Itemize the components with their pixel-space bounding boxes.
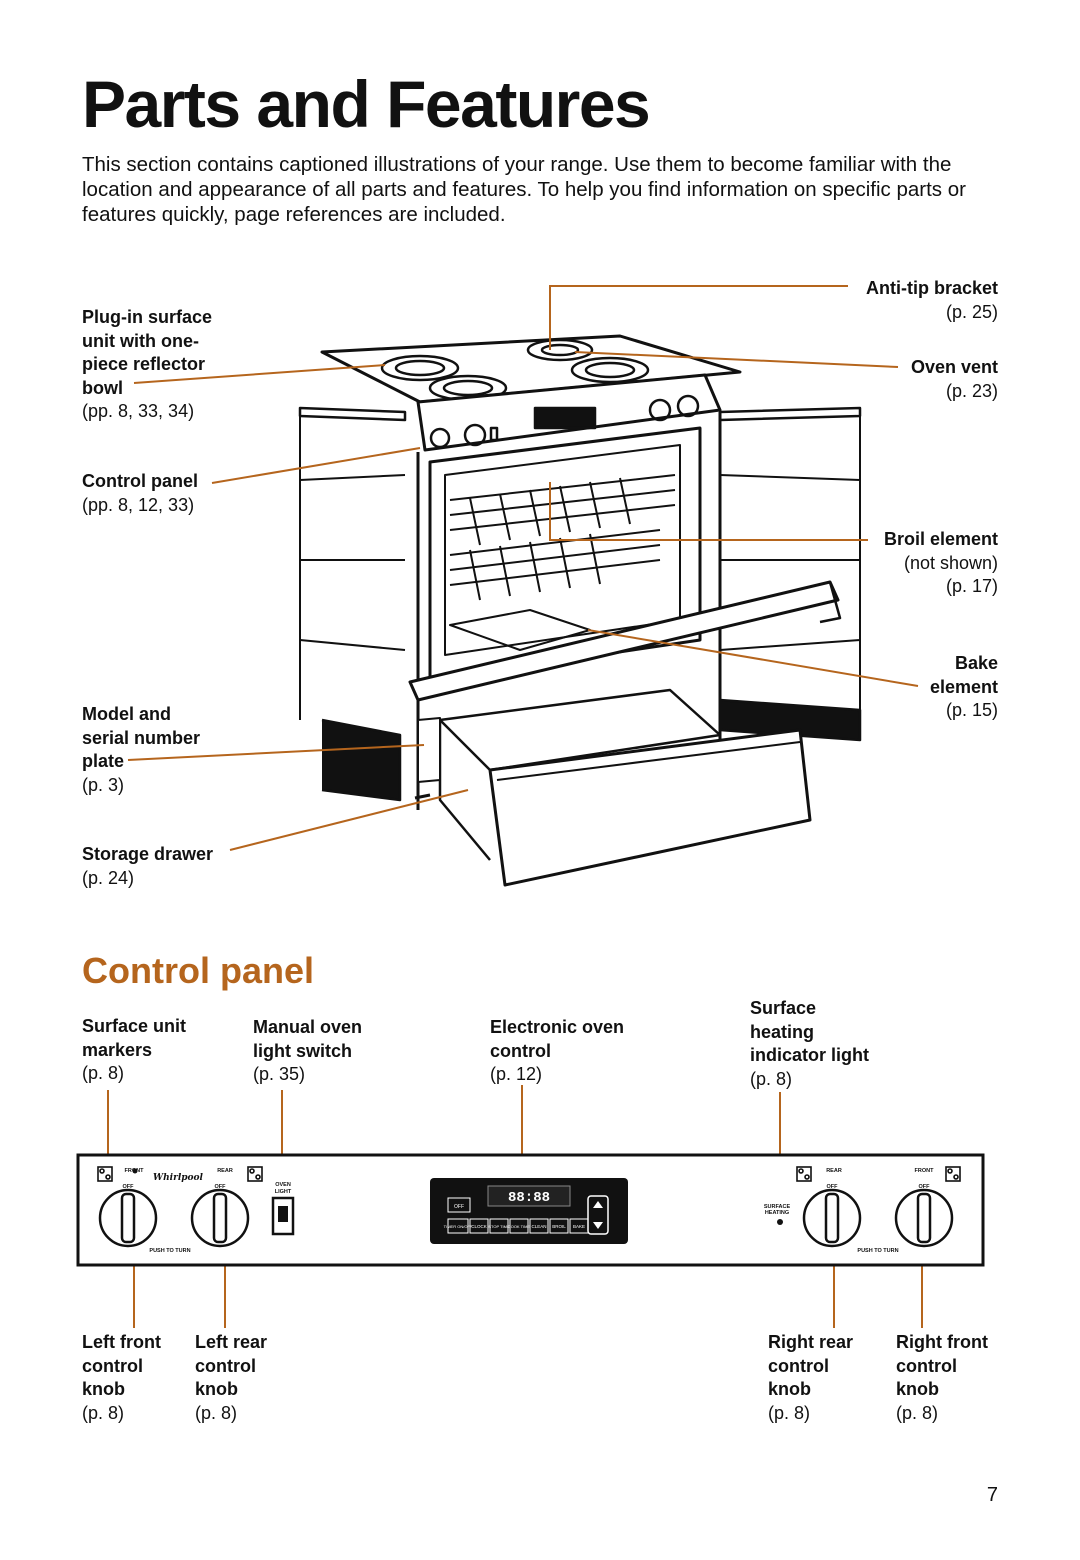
plug-in-surface-unit-label: Plug-in surface unit with one- piece ref… xyxy=(82,307,213,421)
svg-text:OFF: OFF xyxy=(215,1184,227,1190)
page-number: 7 xyxy=(986,1484,998,1506)
svg-text:OFF: OFF xyxy=(827,1184,839,1190)
svg-text:CLEAN: CLEAN xyxy=(531,1224,546,1229)
storage-drawer-label: Storage drawer (p. 24) xyxy=(82,844,214,888)
anti-tip-bracket-label: Anti-tip bracket (p. 25) xyxy=(865,278,998,322)
svg-text:LIGHT: LIGHT xyxy=(275,1189,292,1195)
left-rear-knob-label: Left rear control knob (p. 8) xyxy=(195,1332,268,1423)
svg-text:OFF: OFF xyxy=(123,1184,135,1190)
broil-element-label: Broil element (not shown) (p. 17) xyxy=(883,529,998,596)
svg-text:HEATING: HEATING xyxy=(765,1210,789,1216)
svg-text:FRONT: FRONT xyxy=(125,1168,145,1174)
svg-text:FRONT: FRONT xyxy=(915,1168,935,1174)
surface-heating-indicator-label: Surface heating indicator light (p. 8) xyxy=(750,998,869,1089)
control-panel-illustration: 88:88 OFF TIMER ON/OFF CLOCK STOP TIME C… xyxy=(76,1085,985,1328)
svg-text:REAR: REAR xyxy=(217,1168,233,1174)
bake-element-label: Bake element (p. 15) xyxy=(929,653,998,720)
model-serial-plate-label: Model and serial number plate (p. 3) xyxy=(82,704,201,795)
surface-unit-markers-label: Surface unit markers (p. 8) xyxy=(82,1016,187,1083)
svg-text:OVEN: OVEN xyxy=(275,1182,291,1188)
svg-text:OFF: OFF xyxy=(919,1184,931,1190)
svg-text:STOP TIME: STOP TIME xyxy=(488,1224,510,1229)
oven-display: 88:88 xyxy=(508,1190,550,1206)
control-panel-label: Control panel (pp. 8, 12, 33) xyxy=(82,471,198,515)
svg-text:BAKE: BAKE xyxy=(573,1224,585,1229)
electronic-oven-control-label: Electronic oven control (p. 12) xyxy=(490,1017,625,1084)
right-front-knob-label: Right front control knob (p. 8) xyxy=(896,1332,988,1423)
range-illustration xyxy=(127,285,919,887)
svg-text:SURFACE: SURFACE xyxy=(764,1204,791,1210)
control-panel-heading: Control panel xyxy=(82,950,314,991)
svg-text:BROIL: BROIL xyxy=(552,1224,566,1229)
svg-text:COOK TIME: COOK TIME xyxy=(508,1224,531,1229)
intro-paragraph: This section contains captioned illustra… xyxy=(82,153,966,226)
left-front-knob-label: Left front control knob (p. 8) xyxy=(82,1332,161,1423)
right-rear-knob-label: Right rear control knob (p. 8) xyxy=(768,1332,854,1423)
oven-vent-label: Oven vent (p. 23) xyxy=(910,357,998,401)
page-title: Parts and Features xyxy=(82,67,651,141)
svg-text:REAR: REAR xyxy=(826,1168,842,1174)
svg-text:PUSH TO TURN: PUSH TO TURN xyxy=(149,1248,190,1254)
svg-text:OFF: OFF xyxy=(454,1204,464,1210)
svg-text:CLOCK: CLOCK xyxy=(471,1224,487,1229)
manual-oven-light-switch-label: Manual oven light switch (p. 35) xyxy=(253,1017,363,1084)
svg-text:TIMER ON/OFF: TIMER ON/OFF xyxy=(444,1224,473,1229)
brand-logo: Whirlpool xyxy=(153,1173,204,1183)
svg-text:PUSH TO TURN: PUSH TO TURN xyxy=(857,1248,898,1254)
